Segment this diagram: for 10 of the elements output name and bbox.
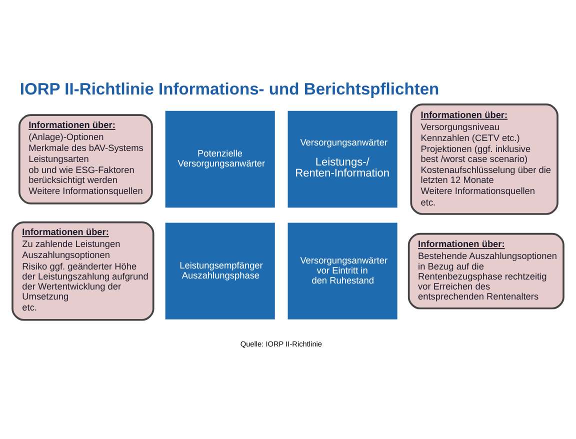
- node-box: Versorgungsanwärter vor Eintritt in den Ruhestand: [285, 220, 400, 322]
- node-box: Informationen über: (Anlage)-Optionen Merkmale des bAV-Systems Leistungsarten ob und wie ESG-Faktoren berücksichtigt werden Weitere Informationsquellen: [18, 114, 153, 204]
- node-box: Informationen über: Zu zahlende Leistungen Auszahlungsoptionen Risiko ggf. geänderter Höhe der Leistungszahlung aufgrund der Wertentwicklung der Umsetzung etc.: [12, 220, 154, 320]
- node-box: Potenzielle Versorgungsanwärter: [162, 108, 278, 210]
- node-box: Informationen über: Versorgungsniveau Kennzahlen (CETV etc.) Projektionen (ggf. inklusive best /worst case scenario) Kostenaufschlüsselung über die letzten 12 Monate Weitere Informationsquellen etc.: [410, 103, 558, 214]
- node-box: Informationen über: Bestehende Auszahlungsoptionen in Bezug auf die Rentenbezugsphase rechtzeitig vor Erreichen des entsprechenden Rentenalters: [408, 232, 564, 309]
- node-box: Versorgungsanwärter Leistungs-/ Renten-Information: [285, 108, 400, 210]
- diagram-title: IORP II-Richtlinie Informations- und Berichtspflichten: [20, 79, 440, 98]
- node-box: Leistungsempfänger Auszahlungsphase: [162, 220, 278, 322]
- caption: Quelle: IORP II-Richtlinie: [240, 338, 322, 348]
